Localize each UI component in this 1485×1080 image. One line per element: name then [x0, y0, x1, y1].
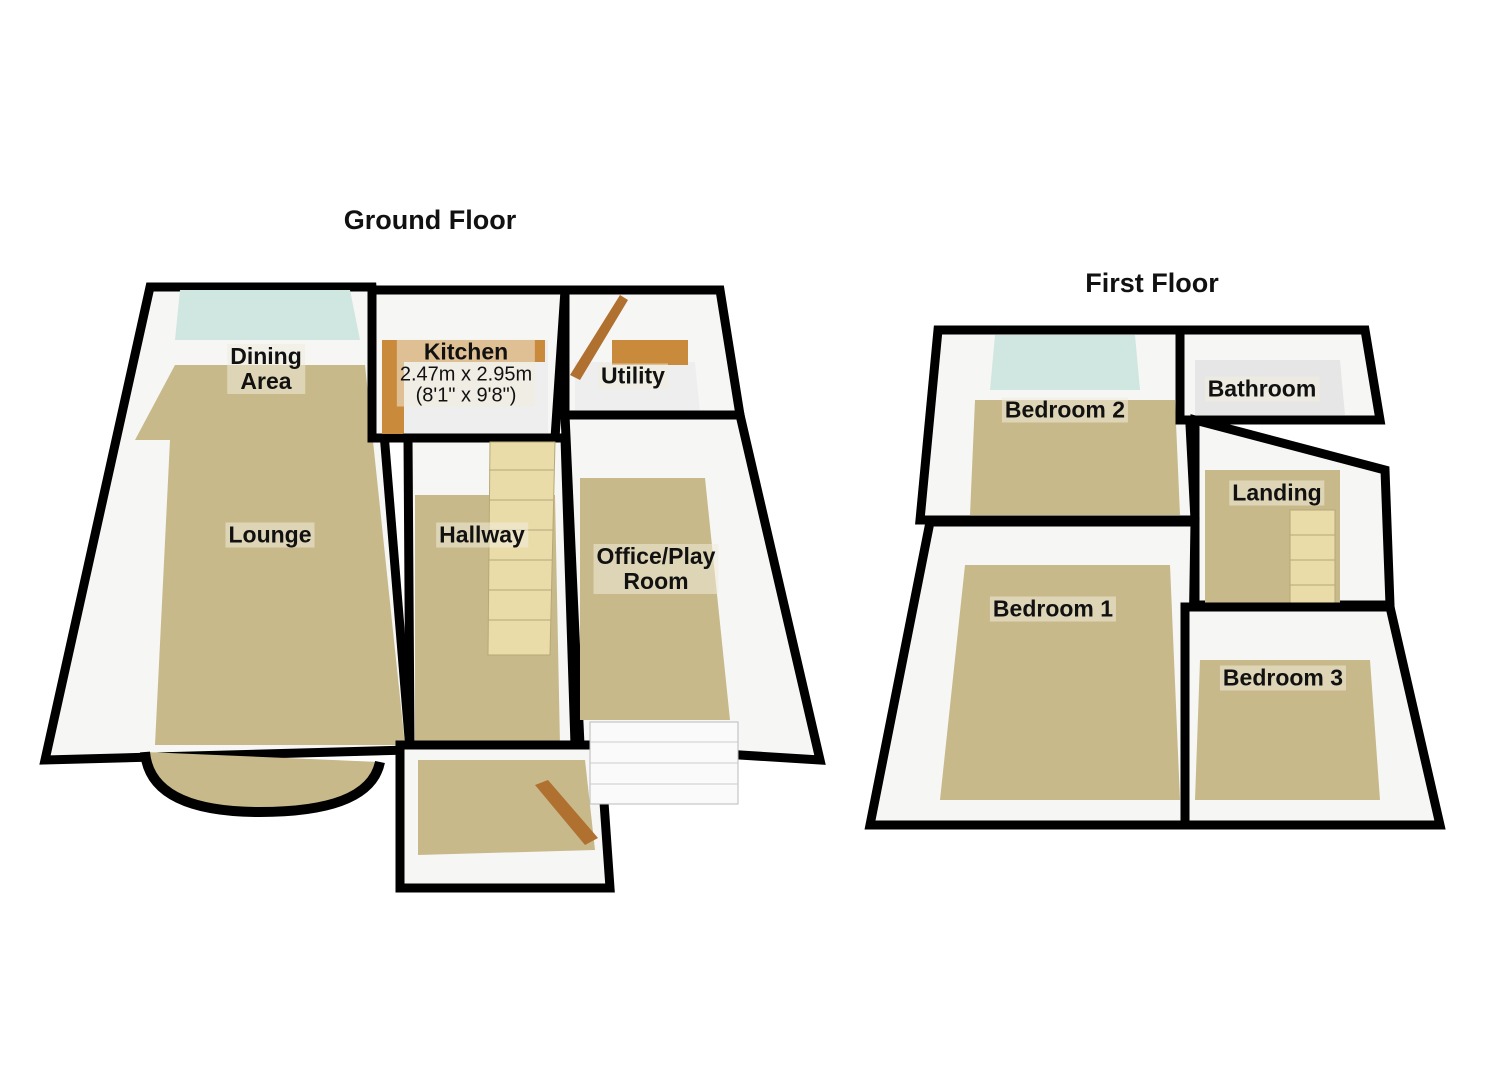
- dining-window: [175, 290, 360, 340]
- room-label-utility: Utility: [598, 363, 668, 389]
- room-label-lounge: Lounge: [225, 522, 315, 548]
- room-label-bedroom-1: Bedroom 1: [989, 596, 1117, 622]
- room-label-office: Office/Play Room: [593, 543, 719, 594]
- kitchen-dims-metric: 2.47m x 2.95m: [399, 363, 533, 386]
- staircase: [487, 441, 556, 656]
- ground-floor-title: Ground Floor: [343, 205, 517, 235]
- utility-door: [570, 295, 628, 380]
- bedroom-1-floor: [940, 565, 1180, 800]
- office-line2: Room: [623, 568, 689, 594]
- kitchen-dims-imperial: (8'1" x 9'8"): [415, 384, 517, 407]
- room-label-landing: Landing: [1229, 480, 1325, 506]
- kitchen-name: Kitchen: [423, 338, 509, 365]
- first-floor-title: First Floor: [1085, 268, 1219, 298]
- landing-staircase: [1289, 509, 1336, 606]
- room-label-bathroom: Bathroom: [1204, 376, 1320, 402]
- first-floor-plan: [864, 325, 1446, 830]
- room-label-bedroom-2: Bedroom 2: [1001, 397, 1129, 423]
- garage-door: [589, 721, 739, 805]
- office-line1: Office/Play: [596, 543, 716, 569]
- room-label-bedroom-3: Bedroom 3: [1219, 665, 1347, 691]
- bedroom-2-window: [990, 335, 1140, 390]
- room-label-kitchen: Kitchen 2.47m x 2.95m (8'1" x 9'8"): [396, 338, 536, 407]
- bedroom-2-floor: [970, 400, 1180, 515]
- ground-floor-plan: [39, 282, 826, 893]
- utility-counter: [612, 340, 688, 365]
- room-label-dining-area: Dining Area: [227, 344, 305, 394]
- office-floor: [580, 478, 730, 720]
- bedroom-3-floor: [1195, 660, 1380, 800]
- bay-window: [140, 751, 385, 818]
- dining-line1: Dining: [230, 343, 302, 369]
- dining-line2: Area: [240, 368, 292, 394]
- front-door: [535, 780, 598, 845]
- lounge-floor: [135, 365, 405, 745]
- room-label-hallway: Hallway: [436, 522, 528, 548]
